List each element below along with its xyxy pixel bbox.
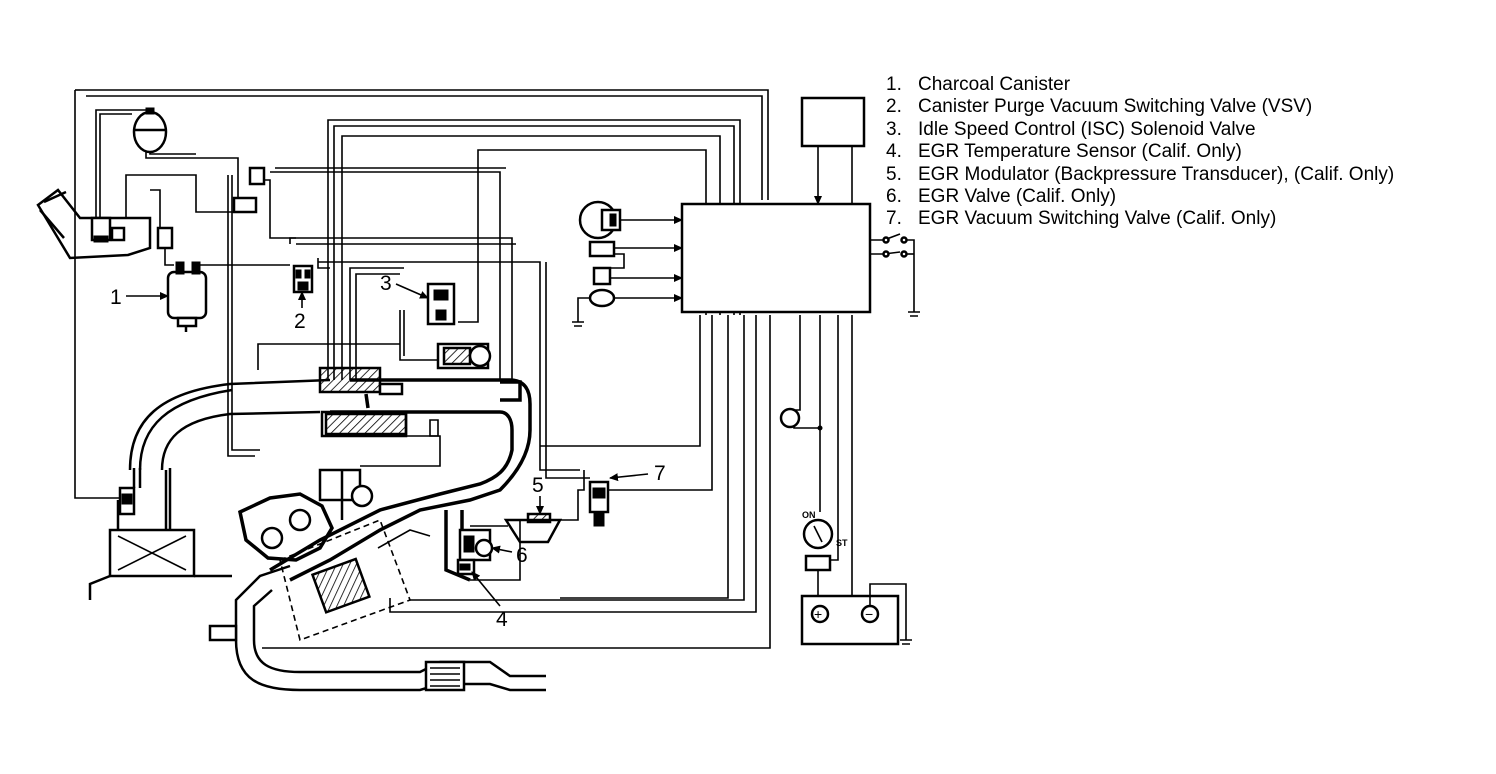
egr-vsv <box>588 480 610 527</box>
ignition-circuit <box>779 315 853 621</box>
battery-plus-label: + <box>814 606 822 622</box>
ignition-on-label: ON <box>802 510 816 520</box>
distributor-sensor <box>578 200 683 240</box>
legend-item-3: 3.Idle Speed Control (ISC) Solenoid Valv… <box>886 118 1256 140</box>
air-cleaner <box>88 468 232 600</box>
relay-box <box>800 96 866 148</box>
callout-3: 3 <box>380 272 392 295</box>
check-valve <box>132 107 168 154</box>
ecu-right-terminals <box>870 233 920 317</box>
canister-purge-vsv <box>292 264 314 294</box>
battery <box>800 583 912 646</box>
cylinder-block <box>208 518 412 642</box>
sensor-b <box>588 240 683 269</box>
egr-modulator <box>503 512 563 544</box>
sensor-c <box>592 266 683 286</box>
intake-duct <box>128 378 331 471</box>
callout-2: 2 <box>294 310 306 333</box>
battery-minus-label: − <box>865 606 873 622</box>
egr-temp-sensor <box>456 558 476 576</box>
legend-item-7: 7.EGR Vacuum Switching Valve (Calif. Onl… <box>886 208 1277 230</box>
callout-4: 4 <box>496 608 508 631</box>
sensor-d <box>572 288 683 327</box>
callout-7: 7 <box>654 462 666 485</box>
legend-item-6: 6.EGR Valve (Calif. Only) <box>886 186 1117 208</box>
legend-item-2: 2.Canister Purge Vacuum Switching Valve … <box>886 96 1313 118</box>
charcoal-canister <box>166 261 208 332</box>
isc-solenoid-valve <box>426 282 492 370</box>
legend-item-4: 4.EGR Temperature Sensor (Calif. Only) <box>886 141 1242 163</box>
egr-valve <box>458 528 494 562</box>
fuel-filter <box>156 226 174 250</box>
exhaust-system <box>234 639 546 692</box>
fuel-tank <box>36 188 152 260</box>
callout-5: 5 <box>532 474 544 497</box>
legend-item-5: 5.EGR Modulator (Backpressure Transducer… <box>886 163 1395 185</box>
callout-1: 1 <box>110 286 122 309</box>
intake-plenum <box>269 378 532 582</box>
egr-pipe <box>377 510 471 582</box>
callouts: 1 2 3 4 5 6 7 ON ST + − <box>110 272 873 631</box>
bvsv <box>232 166 266 214</box>
component-legend: 1.Charcoal Canister 2.Canister Purge Vac… <box>886 74 1394 231</box>
throttle-body <box>318 366 408 438</box>
ecu <box>680 202 872 314</box>
ignition-st-label: ST <box>836 538 848 548</box>
callout-6: 6 <box>516 544 528 567</box>
vacuum-hoses <box>74 89 771 649</box>
cylinder-head <box>237 468 374 562</box>
legend-item-1: 1.Charcoal Canister <box>886 74 1071 95</box>
